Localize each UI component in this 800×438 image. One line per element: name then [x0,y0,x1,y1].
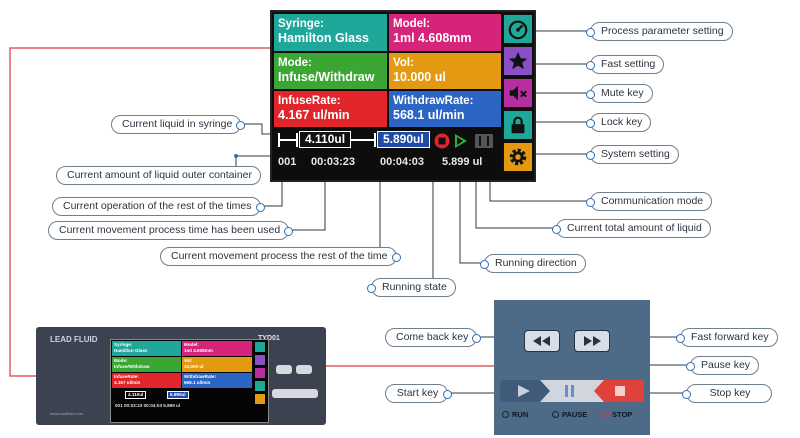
mini-vol-cell: Vol:10.000 ul [182,357,252,372]
run-pause-stop-bar [500,380,644,402]
callout-start-key: Start key [385,384,452,403]
mode-value: Infuse/Withdraw [278,70,375,84]
syringe-value: Hamilton Glass [278,31,369,45]
rewind-icon [533,336,550,346]
gear-icon [509,148,527,166]
mini-side-button [254,341,266,353]
callout-pause-key: Pause key [685,356,760,375]
mini-status-row: 001 00:03:23 00:04:03 5.899 ul [115,403,181,408]
callout-outer-container: Current amount of liquid outer container [56,166,262,185]
speaker-mute-icon [509,85,527,101]
device-model: TYD01 [258,335,280,342]
system-setting-button[interactable] [503,142,533,172]
device-rewind-button[interactable] [276,365,292,374]
callout-running-direction: Running direction [480,254,586,273]
device-control-bar[interactable] [272,389,318,398]
model-value: 1ml 4.608mm [393,31,472,45]
withdraw-rate-label: WithdrawRate: [393,95,474,107]
play-icon [518,385,530,397]
pause-icon [565,385,568,397]
status-icons [434,133,493,149]
fast-forward-button[interactable] [574,330,610,352]
mini-side-button [254,393,266,405]
mini-side-button [254,367,266,379]
mute-button[interactable] [503,78,533,108]
mini-model-cell: Model:1ml 4.608mm [182,341,252,356]
operation-count: 001 [278,156,297,168]
brand-logo: LEAD FLUID [50,335,98,344]
callout-fast-setting: Fast setting [585,55,665,74]
mini-syringe-cell: Syringe:Hamilton Glass [112,341,181,356]
lcd-screen: Syringe: Hamilton Glass Model: 1ml 4.608… [270,10,536,182]
callout-time-used: Current movement process time has been u… [48,221,294,240]
come-back-button[interactable] [524,330,560,352]
callout-total-liquid: Current total amount of liquid [552,219,711,238]
withdraw-rate-value: 568.1 ul/min [393,108,465,122]
gauge-icon [508,20,528,40]
mini-side-button [254,380,266,392]
star-icon [508,51,528,70]
remaining-time: 00:04:03 [380,156,425,168]
mini-mode-cell: Mode:Infuse/Withdraw [112,357,181,372]
vol-cell[interactable]: Vol: 10.000 ul [389,53,501,89]
callout-come-back-key: Come back key [385,328,482,347]
callout-current-liquid: Current liquid in syringe [111,115,246,134]
pause-indicator: PAUSE [552,410,587,419]
vol-label: Vol: [393,57,414,69]
syringe-plunger-icon [278,133,376,147]
outer-liquid-amount: 5.890ul [377,131,430,148]
callout-stop-key: Stop key [682,384,772,403]
process-parameter-button[interactable] [503,14,533,44]
device-url: www.leadfluid.com [50,411,84,416]
vol-value: 10.000 ul [393,70,446,84]
callout-system-setting: System setting [586,145,679,164]
control-panel: RUN PAUSE STOP [494,300,650,435]
callout-time-rest: Current movement process the rest of the… [160,247,401,266]
callout-process-parameter: Process parameter setting [586,22,733,41]
mode-cell[interactable]: Mode: Infuse/Withdraw [274,53,387,89]
callout-fast-forward-key: Fast forward key [676,328,778,347]
elapsed-time: 00:03:23 [311,156,356,168]
mini-liquid-amount: 4.110ul [125,391,147,399]
syringe-cell[interactable]: Syringe: Hamilton Glass [274,14,387,51]
callout-lock-key: Lock key [585,113,652,132]
callout-operation-rest: Current operation of the rest of the tim… [52,197,265,216]
lock-icon [511,116,525,134]
mini-screen: Syringe:Hamilton Glass Model:1ml 4.608mm… [110,339,269,423]
withdraw-rate-cell[interactable]: WithdrawRate: 568.1 ul/min [389,91,501,127]
mini-withdraw-cell: WithdrawRate:568.1 ul/min [182,373,252,388]
infuse-rate-value: 4.167 ul/min [278,108,350,122]
device-front-panel: LEAD FLUID TYD01 www.leadfluid.com Syrin… [36,327,326,425]
model-cell[interactable]: Model: 1ml 4.608mm [389,14,501,51]
callout-running-state: Running state [367,278,456,297]
device-forward-button[interactable] [296,365,312,374]
callout-communication-mode: Communication mode [585,192,713,211]
mini-outer-amount: 5.890ul [167,391,189,399]
syringe-liquid-row: 4.110ul 5.890ul [275,128,501,152]
run-indicator: RUN [502,410,528,419]
mini-infuse-cell: InfuseRate:4.167 ul/min [112,373,181,388]
communication-icon [475,134,493,148]
current-liquid-amount: 4.110ul [299,131,352,148]
model-label: Model: [393,18,431,30]
mode-label: Mode: [278,57,312,69]
infuse-rate-label: InfuseRate: [278,95,341,107]
total-amount: 5.899 ul [442,156,483,168]
stop-indicator: STOP [602,410,632,419]
callout-mute-key: Mute key [586,84,653,103]
lock-button[interactable] [503,110,533,140]
syringe-label: Syringe: [278,18,325,30]
fast-forward-icon [584,336,601,346]
infuse-rate-cell[interactable]: InfuseRate: 4.167 ul/min [274,91,387,127]
stop-icon [615,386,625,396]
mini-side-button [254,354,266,366]
fast-setting-button[interactable] [503,46,533,76]
